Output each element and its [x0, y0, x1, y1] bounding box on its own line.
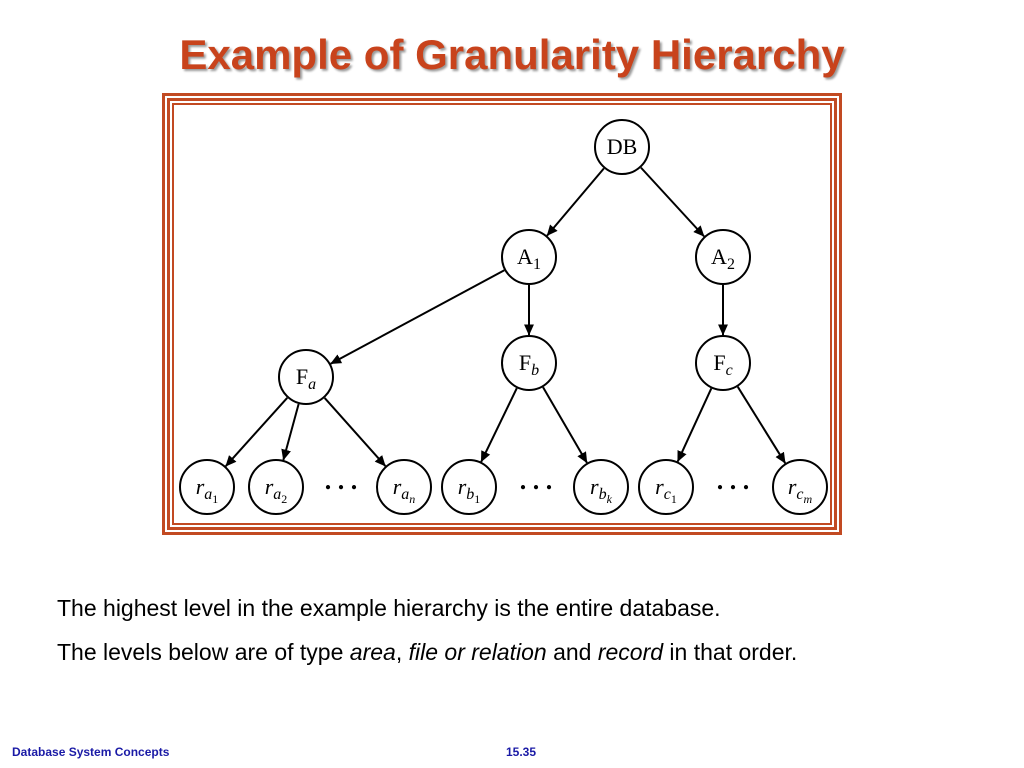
ellipsis-2: . . .: [520, 466, 553, 495]
ellipsis-3: . . .: [717, 466, 750, 495]
node-circle: [638, 459, 694, 515]
bullet-list: The highest level in the example hierarc…: [57, 592, 957, 680]
node-rb1: rb1: [441, 459, 497, 515]
ellipsis-1: . . .: [325, 466, 358, 495]
node-circle: [573, 459, 629, 515]
edge-Fc-to-rcm: [736, 386, 787, 464]
bullet-levels-below: The levels below are of type area, file …: [57, 639, 798, 665]
node-label: Fb: [519, 350, 539, 379]
edge-Fb-to-rb1: [480, 387, 518, 463]
node-ra2: ra2: [248, 459, 304, 515]
node-label: rc1: [655, 474, 677, 506]
node-A2: A2: [695, 229, 751, 285]
node-label: Fc: [713, 350, 732, 379]
node-circle: [695, 335, 751, 391]
node-circle: [441, 459, 497, 515]
node-Fb: Fb: [501, 335, 557, 391]
node-circle: [772, 459, 828, 515]
node-circle: [695, 229, 751, 285]
edge-Fb-to-rbk: [542, 386, 588, 464]
edge-Fa-to-ra2: [281, 403, 300, 461]
node-circle: [179, 459, 235, 515]
edge-A1-to-Fa: [330, 269, 505, 365]
node-rc1: rc1: [638, 459, 694, 515]
edge-DB-to-A1: [546, 167, 605, 237]
footer-slide-number: 15.35: [506, 745, 537, 759]
node-circle: [501, 335, 557, 391]
node-A1: A1: [501, 229, 557, 285]
node-label: ran: [393, 474, 416, 506]
node-rbk: rbk: [573, 459, 629, 515]
node-label: A1: [517, 244, 541, 273]
node-DB: DB: [594, 119, 650, 175]
node-label: rcm: [788, 474, 813, 506]
edge-DB-to-A2: [640, 166, 705, 238]
node-circle: [501, 229, 557, 285]
node-label: Fa: [296, 364, 316, 393]
node-circle: [376, 459, 432, 515]
bullet-highest-level: The highest level in the example hierarc…: [57, 595, 721, 621]
node-ra1: ra1: [179, 459, 235, 515]
node-label: ra2: [265, 474, 288, 506]
node-label: A2: [711, 244, 735, 273]
node-circle: [594, 119, 650, 175]
node-Fa: Fa: [278, 349, 334, 405]
node-circle: [278, 349, 334, 405]
node-ran: ran: [376, 459, 432, 515]
node-label: rb1: [458, 474, 481, 506]
edge-Fc-to-rc1: [676, 388, 713, 463]
node-label: DB: [607, 134, 638, 159]
node-label: ra1: [196, 474, 219, 506]
node-label: rbk: [590, 474, 613, 506]
edge-Fa-to-ran: [323, 397, 387, 467]
node-Fc: Fc: [695, 335, 751, 391]
footer-course-title: Database System Concepts: [12, 745, 170, 759]
edge-Fa-to-ra1: [224, 397, 289, 467]
slide-title: Example of Granularity Hierarchy: [179, 31, 845, 78]
node-rcm: rcm: [772, 459, 828, 515]
node-circle: [248, 459, 304, 515]
